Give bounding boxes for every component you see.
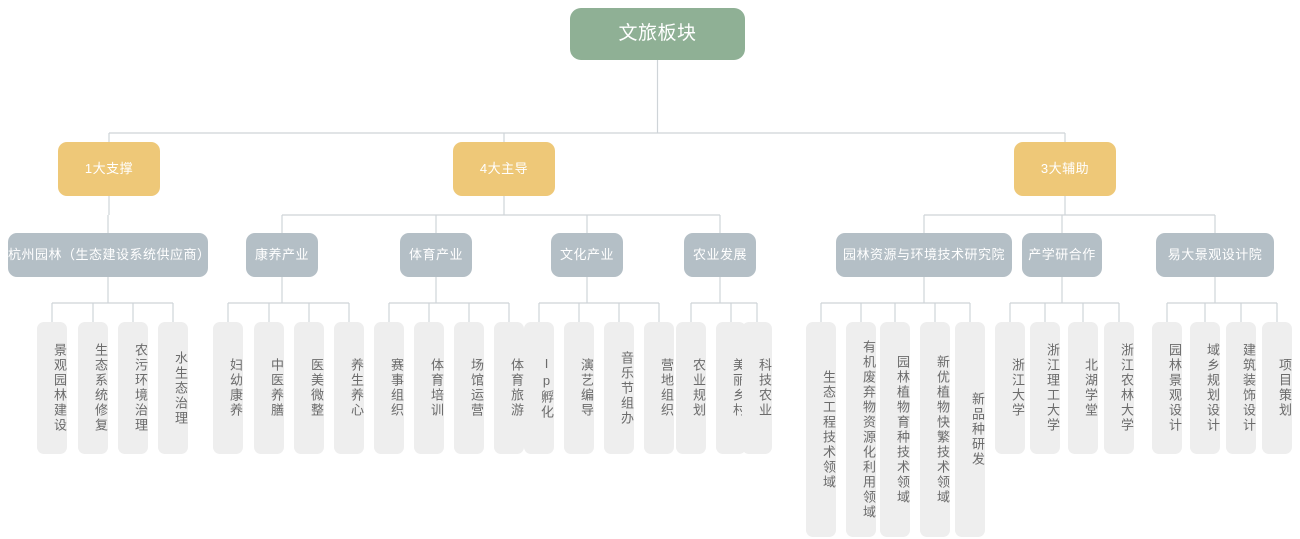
leaf-label: 音乐节组办 <box>619 350 634 426</box>
leaf-label: 园林景观设计 <box>1167 343 1182 433</box>
leaf-node-新品种研发[interactable]: 新品种研发 <box>955 322 985 537</box>
leaf-node-Ip孵化[interactable]: Ip孵化 <box>524 322 554 454</box>
leaf-node-农污环境治理[interactable]: 农污环境治理 <box>118 322 148 454</box>
leaf-node-项目策划[interactable]: 项目策划 <box>1262 322 1292 454</box>
tier3-node-农业发展[interactable]: 农业发展 <box>684 233 756 277</box>
leaf-label: 医美微整 <box>309 358 324 418</box>
leaf-node-域乡规划设计[interactable]: 域乡规划设计 <box>1190 322 1220 454</box>
leaf-node-赛事组织[interactable]: 赛事组织 <box>374 322 404 454</box>
leaf-node-医美微整[interactable]: 医美微整 <box>294 322 324 454</box>
leaf-node-园林植物育种技术领域[interactable]: 园林植物育种技术领域 <box>880 322 910 537</box>
leaf-label: 北湖学堂 <box>1083 358 1098 418</box>
leaf-node-生态系统修复[interactable]: 生态系统修复 <box>78 322 108 454</box>
leaf-label: 项目策划 <box>1277 358 1292 418</box>
leaf-label: 生态系统修复 <box>93 343 108 433</box>
tier3-node-文化产业[interactable]: 文化产业 <box>551 233 623 277</box>
leaf-label: 赛事组织 <box>389 358 404 418</box>
leaf-node-体育培训[interactable]: 体育培训 <box>414 322 444 454</box>
leaf-node-景观园林建设[interactable]: 景观园林建设 <box>37 322 67 454</box>
leaf-label: 体育旅游 <box>509 358 524 418</box>
tier2-node-4大主导[interactable]: 4大主导 <box>453 142 555 196</box>
root-node-文旅板块[interactable]: 文旅板块 <box>570 8 745 60</box>
leaf-node-建筑装饰设计[interactable]: 建筑装饰设计 <box>1226 322 1256 454</box>
leaf-label: 体育培训 <box>429 358 444 418</box>
leaf-node-体育旅游[interactable]: 体育旅游 <box>494 322 524 454</box>
leaf-node-有机废弃物资源化利用领域[interactable]: 有机废弃物资源化利用领域 <box>846 322 876 537</box>
leaf-label: 有机废弃物资源化利用领域 <box>861 339 876 520</box>
leaf-node-营地组织[interactable]: 营地组织 <box>644 322 674 454</box>
leaf-node-中医养膳[interactable]: 中医养膳 <box>254 322 284 454</box>
leaf-label: 中医养膳 <box>269 358 284 418</box>
leaf-label: 域乡规划设计 <box>1205 343 1220 433</box>
leaf-node-浙江大学[interactable]: 浙江大学 <box>995 322 1025 454</box>
tier2-node-3大辅助[interactable]: 3大辅助 <box>1014 142 1116 196</box>
leaf-label: 农污环境治理 <box>133 343 148 433</box>
leaf-label: 营地组织 <box>659 358 674 418</box>
tier3-node-杭州园林生态建设系统供应商[interactable]: 杭州园林（生态建设系统供应商） <box>8 233 210 277</box>
leaf-label: 新优植物快繁技术领域 <box>935 354 950 505</box>
leaf-label: 妇幼康养 <box>228 358 243 418</box>
leaf-node-北湖学堂[interactable]: 北湖学堂 <box>1068 322 1098 454</box>
tier3-node-康养产业[interactable]: 康养产业 <box>246 233 318 277</box>
leaf-node-生态工程技术领域[interactable]: 生态工程技术领域 <box>806 322 836 537</box>
leaf-node-妇幼康养[interactable]: 妇幼康养 <box>213 322 243 454</box>
leaf-node-科技农业[interactable]: 科技农业 <box>742 322 772 454</box>
leaf-node-园林景观设计[interactable]: 园林景观设计 <box>1152 322 1182 454</box>
tier3-node-产学研合作[interactable]: 产学研合作 <box>1022 233 1102 277</box>
leaf-label: 浙江理工大学 <box>1045 343 1060 433</box>
leaf-label: 场馆运营 <box>469 358 484 418</box>
tier2-node-1大支撑[interactable]: 1大支撑 <box>58 142 160 196</box>
tier3-node-易大景观设计院[interactable]: 易大景观设计院 <box>1156 233 1274 277</box>
leaf-node-浙江理工大学[interactable]: 浙江理工大学 <box>1030 322 1060 454</box>
tier3-node-体育产业[interactable]: 体育产业 <box>400 233 472 277</box>
leaf-label: 建筑装饰设计 <box>1241 343 1256 433</box>
leaf-node-养生养心[interactable]: 养生养心 <box>334 322 364 454</box>
leaf-node-水生态治理[interactable]: 水生态治理 <box>158 322 188 454</box>
tier3-node-园林资源与环境技术研究院[interactable]: 园林资源与环境技术研究院 <box>836 233 1012 277</box>
leaf-label: 演艺编导 <box>579 358 594 418</box>
leaf-label: Ip孵化 <box>539 356 554 420</box>
leaf-node-农业规划[interactable]: 农业规划 <box>676 322 706 454</box>
leaf-node-音乐节组办[interactable]: 音乐节组办 <box>604 322 634 454</box>
leaf-label: 新品种研发 <box>970 392 985 467</box>
leaf-label: 养生养心 <box>349 358 364 418</box>
leaf-label: 水生态治理 <box>173 350 188 426</box>
leaf-node-浙江农林大学[interactable]: 浙江农林大学 <box>1104 322 1134 454</box>
leaf-label: 生态工程技术领域 <box>821 369 836 490</box>
leaf-label: 科技农业 <box>757 358 772 418</box>
leaf-node-场馆运营[interactable]: 场馆运营 <box>454 322 484 454</box>
leaf-label: 景观园林建设 <box>52 343 67 433</box>
leaf-label: 园林植物育种技术领域 <box>895 354 910 505</box>
leaf-label: 浙江大学 <box>1010 358 1025 418</box>
leaf-node-新优植物快繁技术领域[interactable]: 新优植物快繁技术领域 <box>920 322 950 537</box>
leaf-label: 农业规划 <box>691 358 706 418</box>
leaf-node-演艺编导[interactable]: 演艺编导 <box>564 322 594 454</box>
leaf-label: 浙江农林大学 <box>1119 343 1134 433</box>
